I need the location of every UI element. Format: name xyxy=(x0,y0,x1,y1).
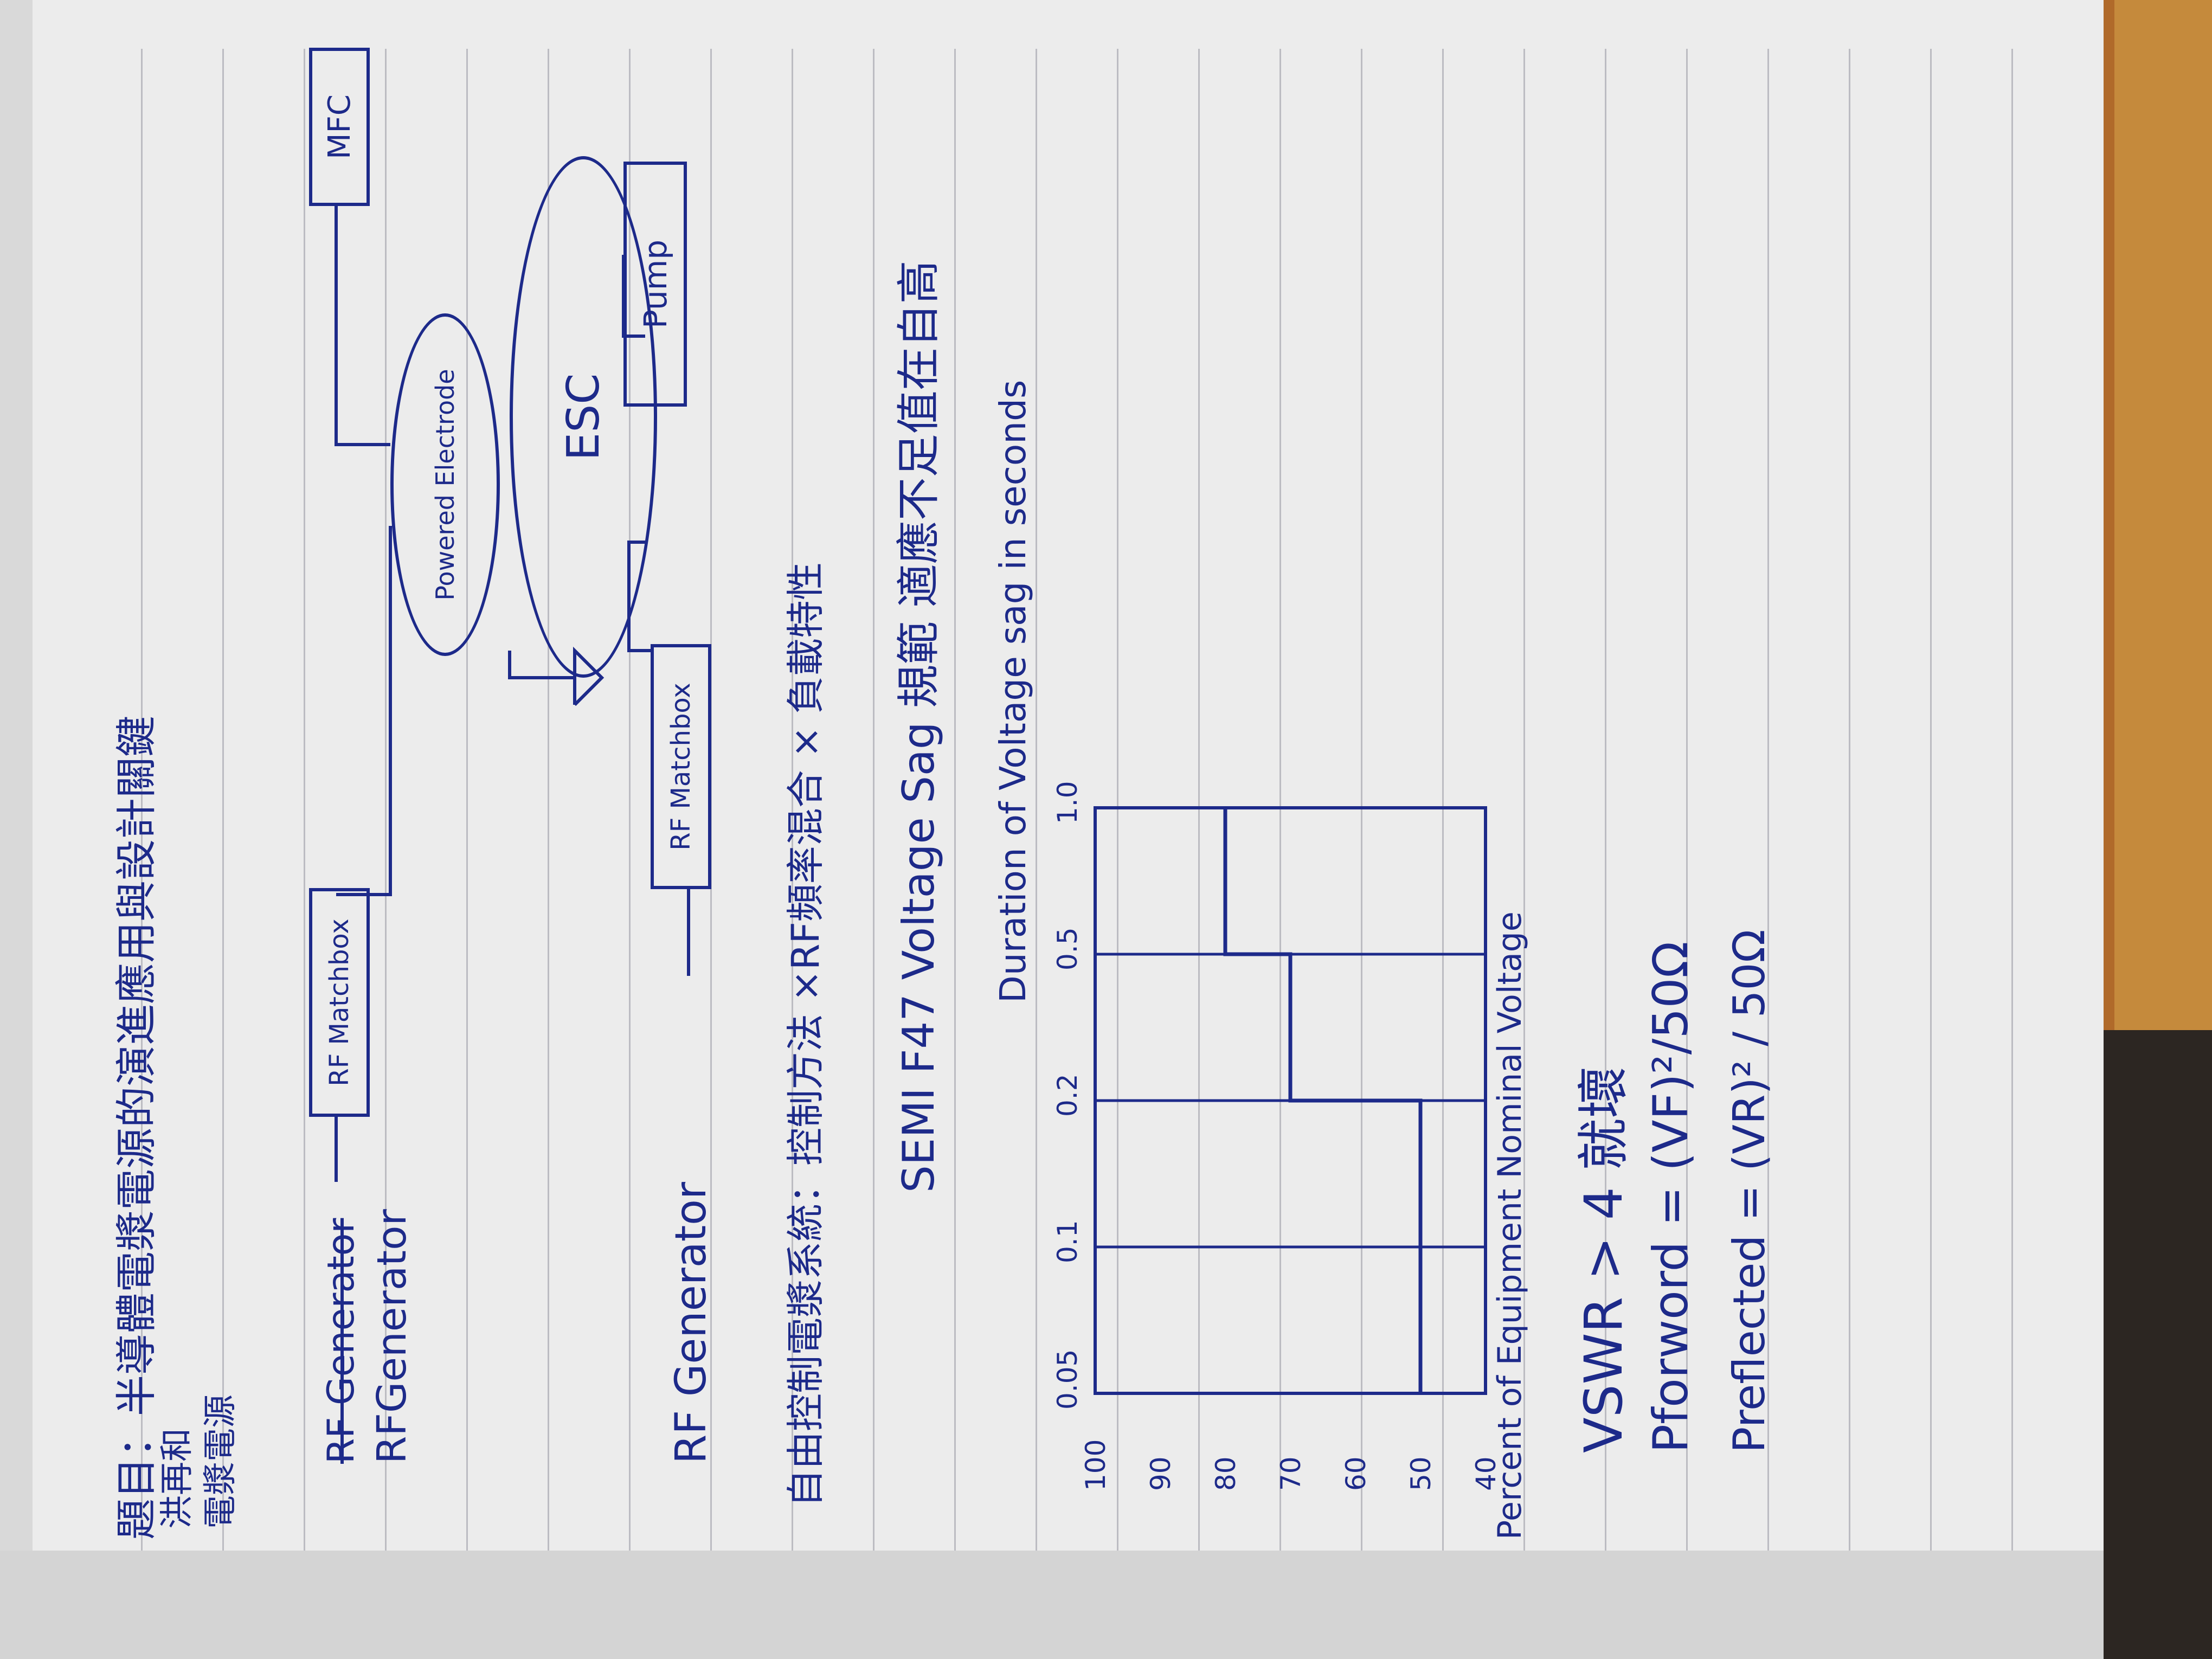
ruled-line xyxy=(141,49,143,1567)
ruled-line xyxy=(222,49,224,1567)
ruled-line xyxy=(1686,49,1688,1567)
ruled-line xyxy=(1036,49,1037,1567)
diagram-connectors xyxy=(335,206,690,1182)
ruled-line xyxy=(792,49,793,1567)
ruled-line xyxy=(710,49,712,1567)
ruled-line xyxy=(1930,49,1932,1567)
chart-ylabel: Percent of Equipment Nominal Voltage xyxy=(1491,911,1529,1540)
ruled-line xyxy=(1523,49,1525,1567)
ruled-line xyxy=(1849,49,1850,1567)
preflected-formula: Preflected = (VR)² / 50Ω xyxy=(1724,929,1774,1453)
ruled-line xyxy=(873,49,874,1567)
ruled-line xyxy=(548,49,549,1567)
desk-shadow xyxy=(2087,1030,2212,1659)
page-margin xyxy=(0,0,33,1659)
ruled-line xyxy=(629,49,631,1567)
vswr-formula: VSWR > 4 就壞 xyxy=(1573,1066,1634,1453)
ruled-line xyxy=(1605,49,1606,1567)
handwritten-notes: 題目：半導體電漿電源的演進應用與設計關鍵 洪再和 電漿電源 RF Generat… xyxy=(112,48,1774,1540)
ruled-line xyxy=(466,49,468,1567)
pforward-formula: Pforword = (VF)²/50Ω xyxy=(1643,941,1699,1453)
ruled-line xyxy=(385,49,387,1567)
notebook-binding xyxy=(0,1551,2104,1659)
ruled-line xyxy=(304,49,305,1567)
voltage-sag-chart xyxy=(1094,806,1487,1395)
ruled-line xyxy=(954,49,956,1567)
ruled-line xyxy=(1767,49,1769,1567)
notebook-page: 題目：半導體電漿電源的演進應用與設計關鍵 洪再和 電漿電源 RF Generat… xyxy=(0,0,2104,1659)
ruled-line xyxy=(2011,49,2013,1567)
sag-tolerance-curve xyxy=(1223,808,1423,1393)
